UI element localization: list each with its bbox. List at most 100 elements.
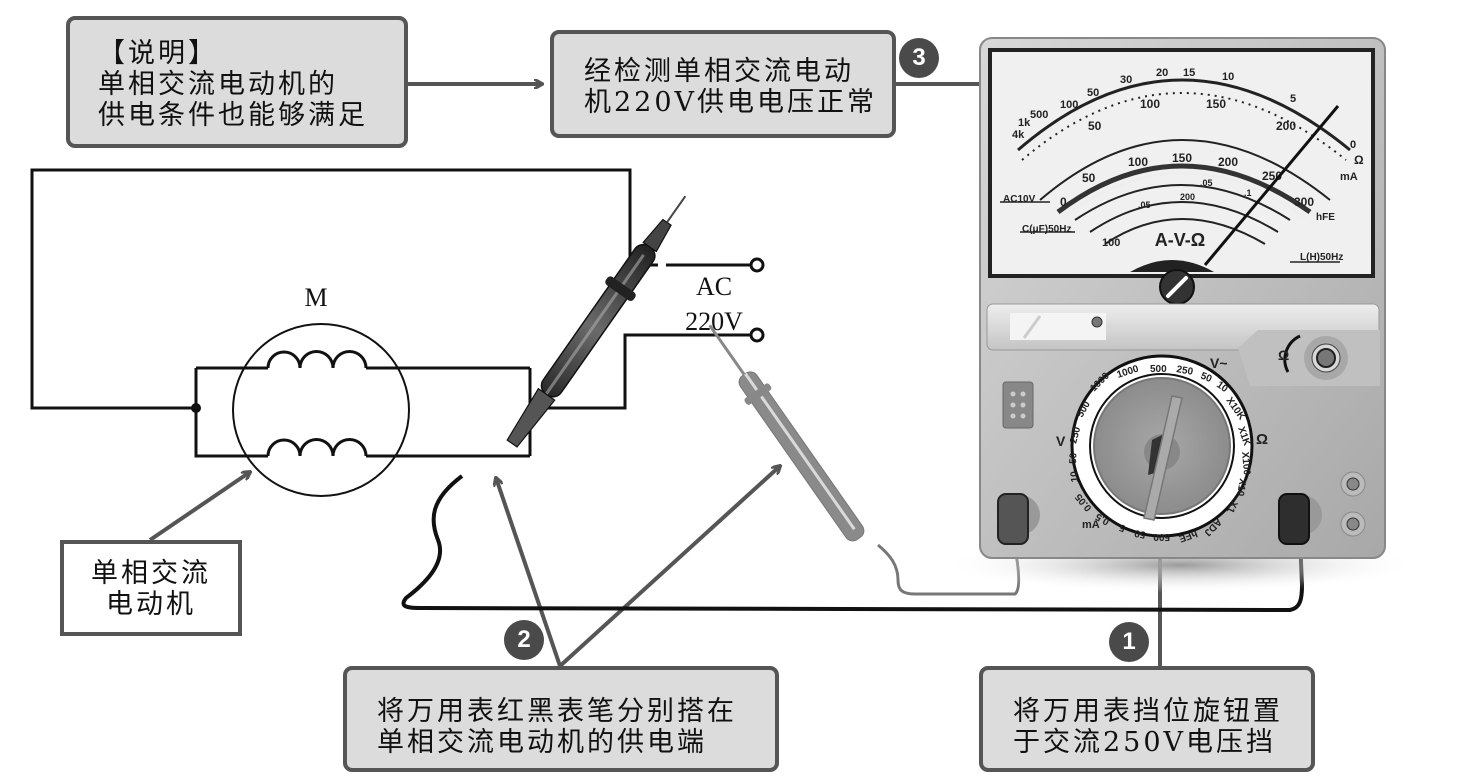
step2-line-1: 将万用表红黑表笔分别搭在 [377, 696, 737, 727]
red-probe[interactable] [697, 317, 871, 547]
com-jack-with-plug[interactable] [997, 493, 1040, 545]
motor-label-box: 单相交流 电动机 [60, 540, 242, 636]
ohm-label-0: 0 [1350, 139, 1356, 151]
dcv-stack-150: 150 [1206, 97, 1226, 111]
motor-circle [232, 323, 410, 497]
terminal-top [749, 257, 765, 273]
meter-scales [1000, 78, 1351, 263]
v-ohm-jack-with-plug[interactable] [1278, 493, 1322, 545]
hfe-300: 300 [1294, 195, 1314, 209]
ind-scale-arc [1104, 218, 1266, 245]
dcv-stack-200: 200 [1276, 119, 1296, 133]
winding-left-bus [194, 368, 268, 458]
step-badge-1: 1 [1109, 622, 1149, 662]
dcv-range-250: 250 [1068, 425, 1083, 444]
arrow-step2-to-red-probe [558, 466, 780, 668]
arrow-step2-to-black-probe [496, 478, 562, 667]
coil-top [266, 350, 368, 369]
arrow-label-to-motor [148, 472, 250, 542]
needle-pivot-cover [1130, 260, 1214, 272]
step1-box: 将万用表挡位旋钮置 于交流250V电压挡 [979, 666, 1315, 772]
black-probe-cable [401, 474, 1305, 613]
ohm-scale-arc [1017, 78, 1351, 152]
dcv-group-label: V [1056, 433, 1066, 449]
dcv-range-50: 50 [1068, 452, 1079, 464]
ohm-zero-adjust-knob[interactable] [1304, 336, 1348, 380]
cap-scale-arc [1089, 201, 1279, 233]
supply-wire-bottom [530, 333, 752, 410]
ohm-range-x10: X10 [1234, 477, 1248, 497]
ohm-label-50: 50 [1087, 87, 1099, 99]
meter-scale-labels: 4k 1k 500 100 50 30 20 15 10 5 0 50 100 … [1003, 67, 1364, 263]
range-selector-knob[interactable] [1093, 377, 1231, 521]
ma-caption: mA [1340, 171, 1358, 183]
step-badge-2: 2 [504, 620, 544, 660]
dcv-stack-50: 50 [1088, 119, 1102, 133]
ohm-label-500: 500 [1030, 109, 1048, 121]
ohm-label-30: 30 [1120, 74, 1132, 86]
motor-symbol-label: M [304, 283, 327, 312]
cap-label-05: .05 [1138, 200, 1151, 210]
result-line-1: 经检测单相交流电动 [584, 56, 854, 87]
cap-label-05b: .05 [1200, 178, 1213, 188]
mirror-glint [1022, 315, 1042, 339]
acv-range-500: 500 [1150, 364, 1167, 375]
ohm-adjust-arrow-icon [1283, 334, 1301, 373]
ohm-label-10: 10 [1222, 71, 1234, 83]
aux-jack-bottom[interactable] [1340, 511, 1366, 537]
note-box: 【说明】 单相交流电动机的 供电条件也能够满足 [66, 16, 408, 148]
cap-caption: C(μF)50Hz [1022, 224, 1071, 235]
hfe-scale-arc [1074, 184, 1291, 221]
ohm-label-1k: 1k [1018, 117, 1031, 129]
junction-dot [191, 403, 201, 413]
black-probe[interactable] [498, 186, 699, 453]
coil-bottom [266, 438, 368, 457]
selector-pointer-bar [1143, 395, 1183, 521]
ohm-group-label: Ω [1256, 431, 1268, 448]
ohm-label-100: 100 [1060, 99, 1078, 111]
ohm-range-x100: X100 [1239, 451, 1252, 476]
panel-indicator-dot [1091, 316, 1103, 328]
result-line-2: 机220V供电电压正常 [584, 87, 878, 118]
meter-dial-window [988, 48, 1375, 278]
dcv-range-10: 10 [1069, 470, 1081, 482]
dial-brand-label: A-V-Ω [1155, 230, 1205, 250]
dcv-stack-100: 100 [1140, 97, 1160, 111]
hfe-200: 200 [1218, 155, 1238, 169]
hfe-transistor-socket[interactable] [1002, 381, 1034, 429]
hfe-caption: hFE [1316, 212, 1335, 223]
note-line-1: 单相交流电动机的 [98, 69, 338, 100]
step1-line-1: 将万用表挡位旋钮置 [1013, 696, 1283, 727]
ohm-caption: Ω [1354, 153, 1364, 167]
ohm-label-20: 20 [1156, 67, 1168, 79]
ma-range-50: 50 [1133, 527, 1146, 540]
ind-label-100: 100 [1102, 237, 1120, 249]
circuit-wiring [30, 168, 752, 458]
meter-needle [1203, 105, 1340, 266]
ind-label-200: 200 [1180, 192, 1195, 202]
ohm-range-x1: X1 [1224, 499, 1239, 515]
ohm-label-4k: 4k [1012, 129, 1025, 141]
ma-range-5: 5 [1118, 521, 1127, 533]
mechanical-zero-screw[interactable] [1159, 269, 1195, 305]
mirror-band-arc [1056, 163, 1312, 215]
aux-jack-top[interactable] [1340, 471, 1366, 497]
supply-label-ac: AC [696, 272, 732, 301]
terminal-bottom [749, 327, 765, 343]
step1-line-2: 于交流250V电压挡 [1013, 727, 1277, 758]
hfe-150: 150 [1172, 151, 1192, 165]
acv-range-50: 50 [1199, 371, 1214, 386]
motor-label-line-2: 电动机 [106, 589, 196, 620]
ma-group-label: mA [1082, 519, 1100, 531]
step-badge-3: 3 [899, 38, 939, 78]
acv-caption: AC10V [1003, 194, 1036, 205]
acv-range-250: 250 [1175, 364, 1194, 378]
ind-caption: L(H)50Hz [1300, 252, 1343, 263]
acv-group-label: V~ [1210, 355, 1228, 371]
step2-box: 将万用表红黑表笔分别搭在 单相交流电动机的供电端 [343, 666, 779, 772]
motor-label-line-1: 单相交流 [91, 558, 211, 589]
hfe-0: 0 [1060, 195, 1067, 209]
result-box: 经检测单相交流电动 机220V供电电压正常 [550, 30, 896, 138]
supply-wire-top [30, 168, 632, 410]
hfe-100: 100 [1128, 155, 1148, 169]
